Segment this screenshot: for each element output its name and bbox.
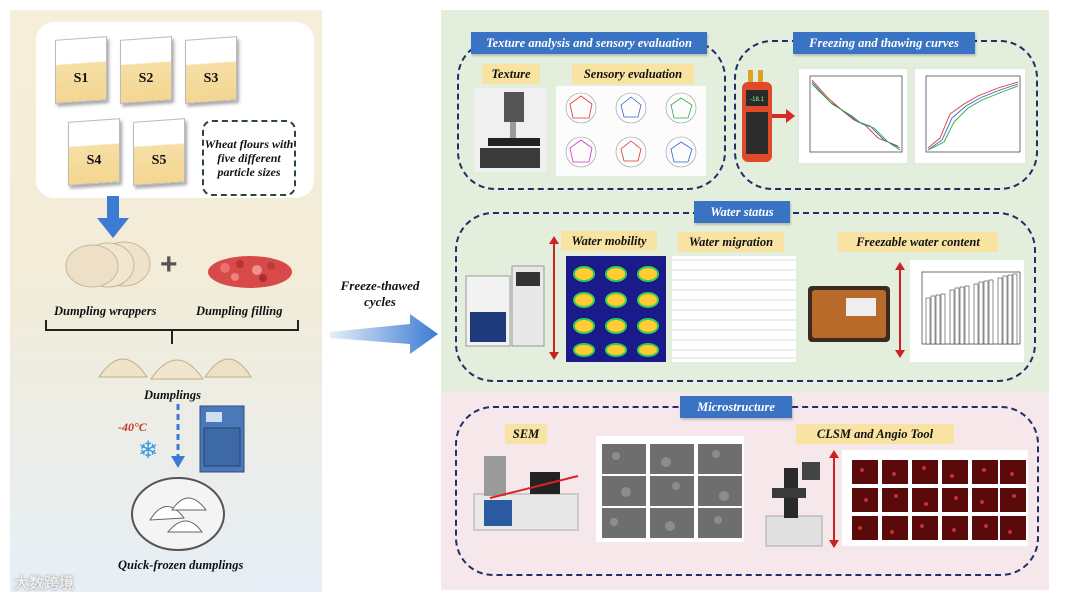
dumpling-wrappers-label: Dumpling wrappers — [54, 304, 157, 318]
red-bracket-icon — [895, 262, 905, 358]
water-migration-table — [672, 256, 796, 362]
red-arrow-icon — [772, 109, 795, 123]
thawing-curve-chart — [914, 68, 1026, 164]
flour-note-text: Wheat flours with five different particl… — [204, 137, 294, 179]
meter-reading: -18.1 — [750, 97, 764, 103]
dumplings-label: Dumplings — [144, 388, 201, 402]
dumpling-filling-image — [208, 256, 292, 288]
sample-label: S4 — [86, 153, 102, 168]
water-migration-label: Water migration — [678, 232, 784, 252]
flour-bag-s4: S4 — [68, 118, 120, 186]
mri-image-grid — [566, 256, 666, 362]
sensory-radar-charts — [556, 86, 706, 176]
sample-label: S5 — [151, 153, 167, 168]
texture-section-title: Texture analysis and sensory evaluation — [471, 32, 707, 54]
dsc-instrument-image — [808, 286, 890, 342]
flour-bag-s5: S5 — [133, 118, 185, 186]
clsm-label: CLSM and Angio Tool — [796, 424, 954, 444]
combine-bracket — [45, 320, 299, 344]
sample-label: S3 — [203, 71, 219, 86]
water-mobility-label: Water mobility — [561, 231, 657, 251]
freezing-curve-chart — [798, 68, 908, 164]
flour-bag-s1: S1 — [55, 36, 107, 104]
sem-image-grid — [596, 436, 744, 542]
texture-analyzer-image — [474, 88, 546, 172]
micro-section-title: Microstructure — [680, 396, 792, 418]
down-arrow-icon — [97, 196, 129, 238]
dumplings-image — [98, 358, 252, 380]
watermark: 大数跨境 — [14, 574, 75, 592]
freezing-section-title: Freezing and thawing curves — [793, 32, 975, 54]
freezing-temperature: -40°C — [118, 420, 147, 434]
snowflake-icon: ❄ — [138, 436, 159, 464]
sample-label: S1 — [73, 71, 89, 86]
dumpling-filling-label: Dumpling filling — [196, 304, 283, 318]
lf-nmr-instrument-image — [465, 265, 545, 347]
sem-instrument-image — [473, 456, 579, 531]
process-arrow-icon — [330, 314, 438, 354]
quick-frozen-label: Quick-frozen dumplings — [118, 558, 244, 572]
sem-label: SEM — [505, 424, 547, 444]
process-label: Freeze-thawed cycles — [340, 278, 420, 309]
flour-note: Wheat flours with five different particl… — [202, 120, 296, 196]
water-section-title: Water status — [694, 201, 790, 223]
red-bracket-icon — [549, 236, 559, 360]
texture-label: Texture — [482, 64, 540, 84]
thermometer-device-image: -18.1 — [742, 70, 772, 162]
quick-frozen-plate-image — [131, 477, 225, 551]
flour-bag-s2: S2 — [120, 36, 172, 104]
clsm-image-grid — [842, 450, 1028, 546]
clsm-microscope-image — [765, 462, 823, 547]
plus-sign: + — [160, 248, 178, 281]
sample-label: S2 — [138, 71, 154, 86]
flour-bag-s3: S3 — [185, 36, 237, 104]
dumpling-wrappers-image — [65, 241, 151, 288]
freeze-arrow-icon — [171, 404, 185, 468]
freezable-water-label: Freezable water content — [838, 232, 998, 252]
sensory-label: Sensory evaluation — [572, 64, 694, 84]
red-bracket-icon — [829, 450, 839, 548]
freezable-water-bar-chart — [910, 260, 1024, 362]
freezer-image — [199, 405, 245, 473]
